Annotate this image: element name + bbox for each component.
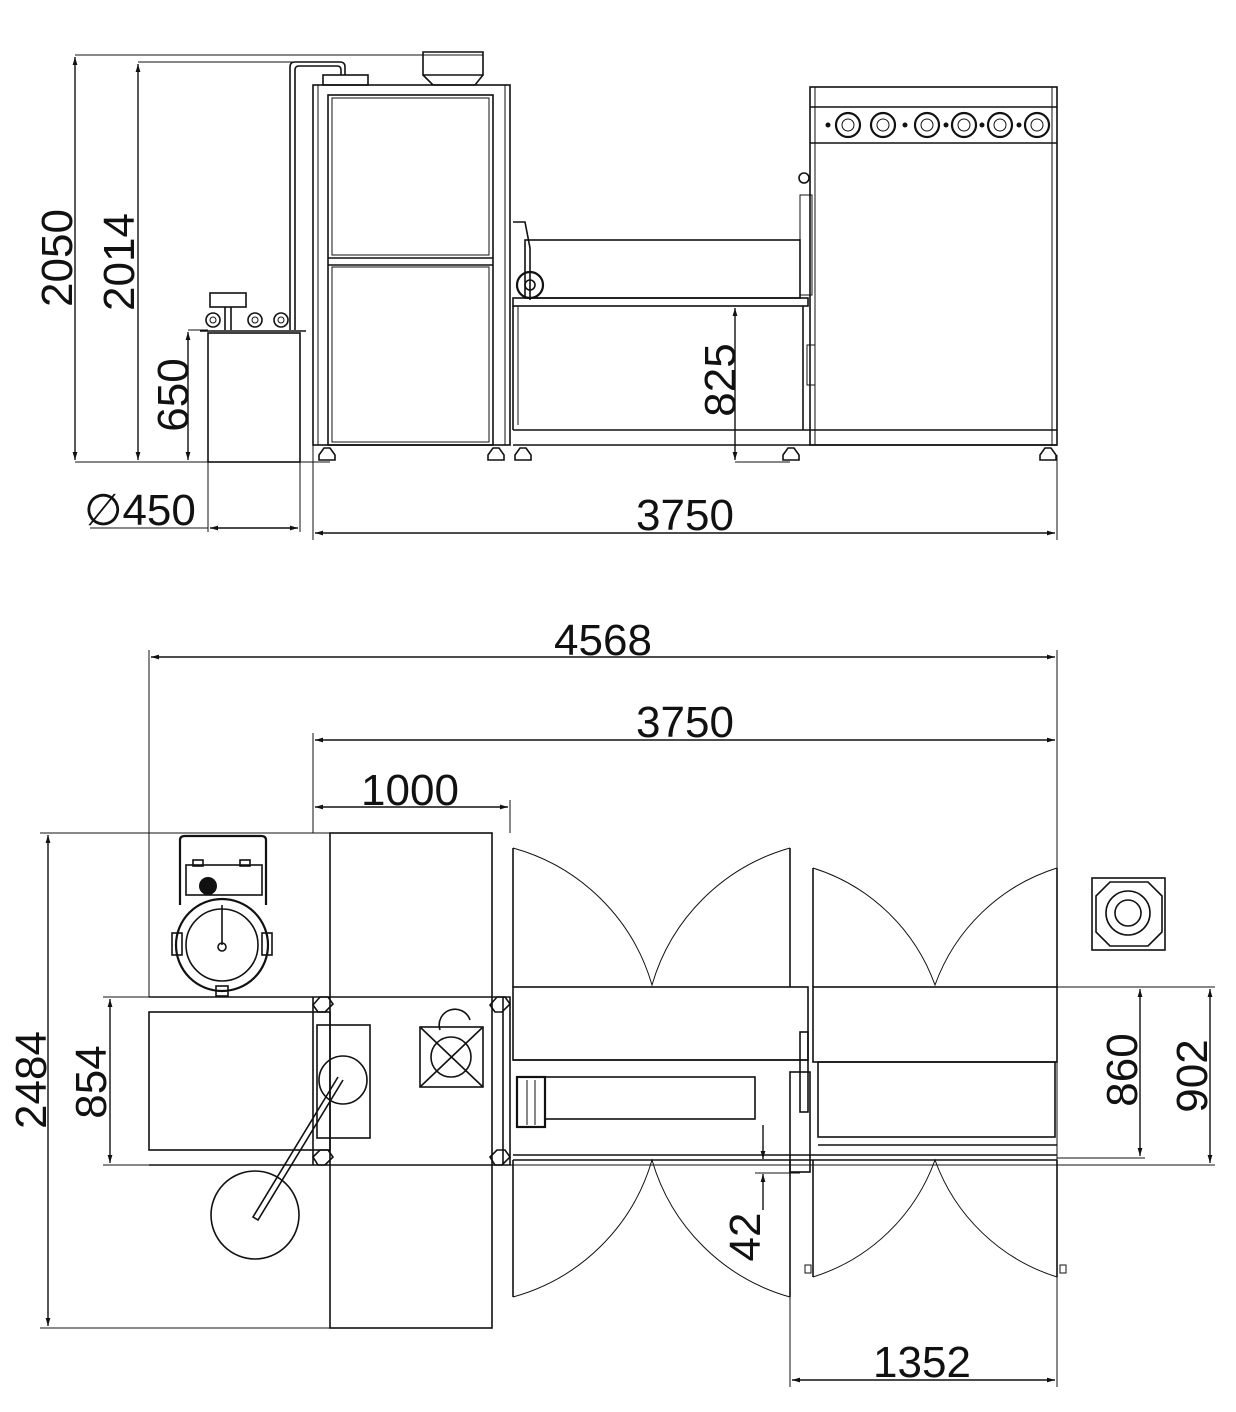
fan-icon: [913, 111, 941, 139]
dim-label: 825: [696, 343, 745, 416]
dim-base-depth: 854: [67, 996, 1215, 1166]
conveyor: [512, 194, 1057, 461]
dim-total-height: 2050: [33, 54, 483, 463]
dim-label: ∅450: [84, 486, 196, 535]
dim-label: 2050: [33, 209, 82, 307]
dim-label: 3750: [636, 491, 734, 540]
conveyor-plan: [512, 986, 1058, 1173]
dim-door-section: 1352: [789, 1172, 1058, 1387]
dim-label: 2484: [7, 1031, 56, 1129]
dim-label: 4568: [554, 616, 652, 665]
dim-label: 860: [1098, 1033, 1147, 1106]
dim-machine-length: 3750: [312, 698, 1055, 833]
waste-bin: [1091, 877, 1166, 951]
fan-icon: [986, 111, 1014, 139]
dim-frame-height: 2014: [95, 61, 295, 460]
dim-tank-diameter: ∅450: [84, 462, 301, 535]
dim-tank-height: 650: [149, 329, 208, 460]
dim-label: 902: [1168, 1039, 1217, 1112]
machine-base: [149, 996, 511, 1166]
plan-view: 4568 3750 1000 2484 854: [7, 616, 1217, 1387]
fan-icon: [834, 111, 862, 139]
dim-overall-length: 4568: [148, 616, 1058, 1160]
mixer-machine: [171, 834, 273, 997]
dim-total-length: 3750: [312, 445, 1058, 540]
mixing-tank: [200, 61, 346, 463]
fan-icon: [869, 111, 897, 139]
valve-box: [419, 1008, 484, 1088]
tank-base: [148, 1011, 331, 1151]
dim-label: 650: [149, 358, 198, 431]
dim-label: 1352: [873, 1338, 971, 1387]
fan-icon: [1023, 111, 1051, 139]
dim-conveyor-height: 825: [696, 308, 790, 463]
feed-hopper: [210, 1024, 371, 1260]
dim-label: 3750: [636, 698, 734, 747]
dim-label: 42: [721, 1213, 770, 1262]
fan-icon: [950, 111, 978, 139]
dim-label: 2014: [95, 213, 144, 311]
dim-conveyor-width-outer: 902: [1168, 989, 1217, 1163]
dim-offset: 42: [721, 1125, 800, 1261]
elevation-view: 2050 2014 650 ∅4: [33, 51, 1058, 540]
dim-overall-depth: 2484: [7, 832, 492, 1329]
dim-label: 1000: [361, 766, 459, 815]
dim-conveyor-width-inner: 860: [1057, 986, 1215, 1159]
dim-label: 854: [67, 1045, 116, 1118]
oven-cabinet: [798, 86, 1058, 446]
dim-cabinet-width: 1000: [315, 766, 511, 833]
filling-cabinet: [312, 51, 532, 461]
cabinet-footprint: [329, 832, 493, 1329]
